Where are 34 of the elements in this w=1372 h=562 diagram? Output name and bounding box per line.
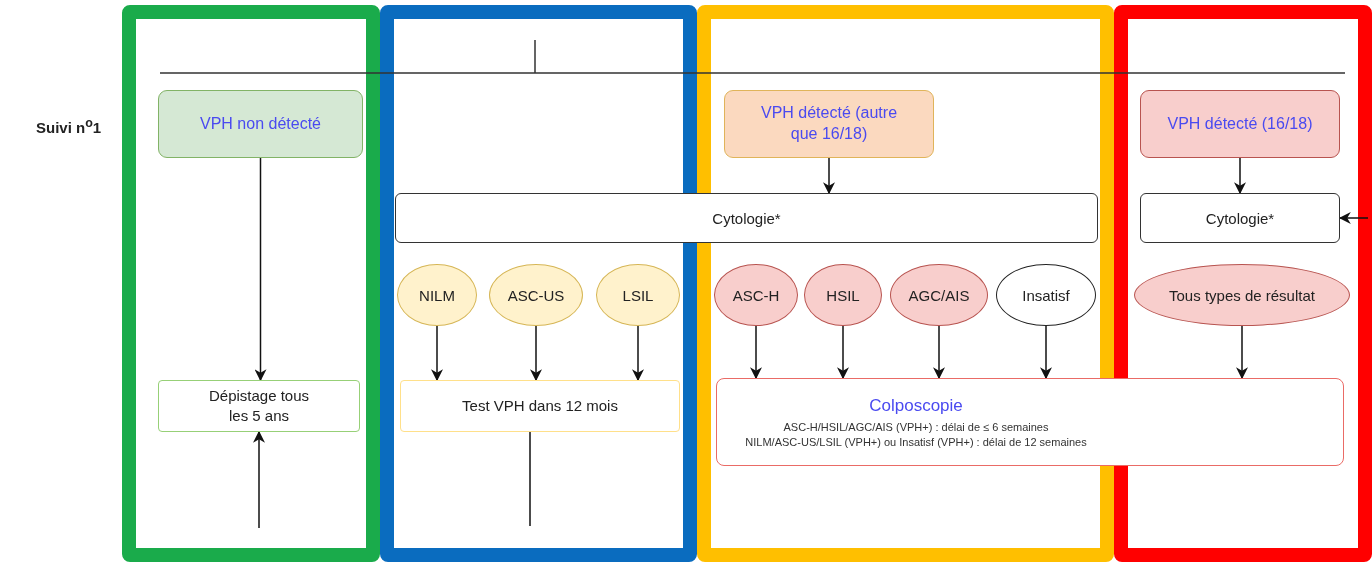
result-oval: AGC/AIS xyxy=(890,264,988,326)
result-oval: ASC-H xyxy=(714,264,798,326)
action-box xyxy=(716,378,1344,466)
result-box: VPH détecté (16/18) xyxy=(1140,90,1340,158)
arrow xyxy=(1236,325,1248,380)
arrow xyxy=(823,157,835,195)
arrow xyxy=(933,325,945,380)
arrow xyxy=(750,325,762,380)
arrow xyxy=(253,430,265,529)
result-oval: Insatisf xyxy=(996,264,1096,326)
delay-note: NILM/ASC-US/LSIL (VPH+) ou Insatisf (VPH+) : délai de 12 semaines xyxy=(745,436,1087,448)
process-box: Cytologie* xyxy=(395,193,1098,243)
action-box: Test VPH dans 12 mois xyxy=(400,380,680,432)
arrow xyxy=(431,325,443,382)
result-oval: LSIL xyxy=(596,264,680,326)
result-oval: HSIL xyxy=(804,264,882,326)
row-label: Suivi n$^{o}$1 xyxy=(36,116,102,136)
result-oval: Tous types de résultat xyxy=(1134,264,1350,326)
action-box: Dépistage tous les 5 ans xyxy=(158,380,360,432)
arrow xyxy=(254,157,267,382)
process-box: Cytologie* xyxy=(1140,193,1340,243)
arrow xyxy=(530,325,542,382)
arrow xyxy=(1234,157,1246,195)
delay-note: ASC-H/HSIL/AGC/AIS (VPH+) : délai de ≤ 6 semaines xyxy=(783,421,1049,433)
result-oval: NILM xyxy=(397,264,477,326)
arrow xyxy=(1040,325,1052,380)
arrow xyxy=(837,325,849,380)
box-heading: Colposcopie xyxy=(869,396,963,416)
result-oval: ASC-US xyxy=(489,264,583,326)
result-box: VPH non détecté xyxy=(158,90,363,158)
section-frame xyxy=(122,5,380,562)
arrow xyxy=(632,325,644,382)
arrow xyxy=(1338,212,1369,224)
result-box: VPH détecté (autre que 16/18) xyxy=(724,90,934,158)
